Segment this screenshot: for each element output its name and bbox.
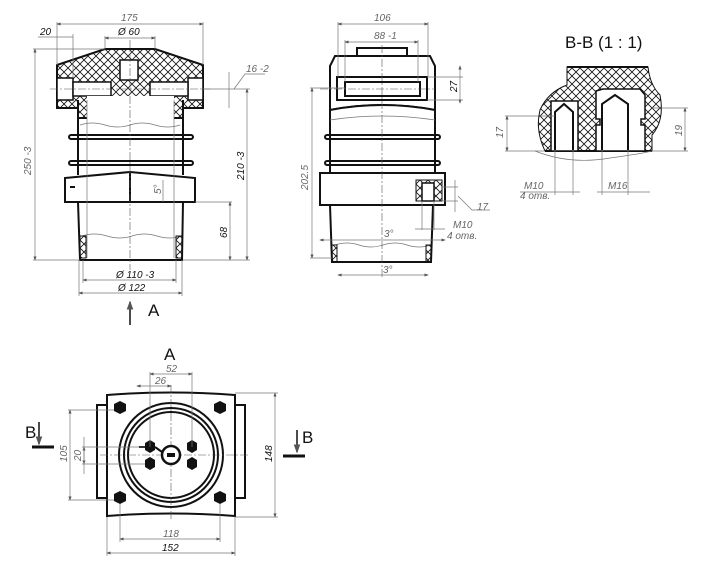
dim-angle: 5°: [153, 184, 164, 194]
side-view: 106 88 -1 27 202.5 17 M10 4 отв. 3° 3°: [300, 13, 490, 278]
view-a: A 52 26 105: [25, 345, 313, 556]
dim-outer-dia: Ø 122: [117, 283, 146, 294]
section-marker-right: B: [283, 428, 313, 458]
o-ring-lower: [68, 160, 194, 166]
bolt-icon: [114, 491, 126, 504]
bolt-icon: [145, 457, 155, 470]
section-marker-left: B: [25, 422, 54, 449]
dim-thread: M10: [453, 220, 473, 231]
dim-spacing-inner: 26: [154, 376, 167, 387]
dim-height-to-axis: 210 -3: [236, 151, 247, 181]
dim-bolt-spacing: 118: [163, 529, 179, 540]
bolt-icon: [214, 401, 226, 414]
dim-inner-dia: Ø 110 -3: [115, 270, 155, 281]
dim-depth-large: 19: [674, 124, 685, 136]
dim-lower-height: 68: [219, 226, 230, 238]
dim-window-width: 88 -1: [374, 31, 397, 42]
dim-hole: 16 -2: [246, 64, 269, 75]
dim-depth-small: 17: [495, 126, 506, 138]
dim-overall-height: 148: [264, 445, 275, 462]
dim-angle-bottom: 3°: [383, 265, 393, 276]
dim-window-height: 27: [449, 80, 460, 93]
dim-overall-width: 152: [162, 543, 179, 554]
dim-thread-large: M16: [608, 181, 628, 192]
dim-angle-top: 3°: [384, 229, 394, 240]
dim-thread-depth: 17: [477, 202, 489, 213]
o-ring-upper: [68, 134, 194, 140]
view-arrow-label: A: [148, 301, 160, 320]
front-view: 175 20 Ø 60 16 -2 250 -3 210 -3 68 5° Ø …: [23, 13, 269, 325]
dim-side-height: 202.5: [300, 165, 311, 191]
dim-height: 250 -3: [23, 146, 34, 176]
dim-flange: 20: [39, 27, 52, 38]
view-a-title: A: [164, 345, 176, 364]
bolt-icon: [187, 457, 197, 470]
dim-side-width: 106: [374, 13, 391, 24]
section-title: B-B (1 : 1): [565, 33, 642, 52]
dim-thread-small: M10: [524, 181, 544, 192]
dim-thread-count: 4 отв.: [447, 231, 477, 242]
dim-top-dia: Ø 60: [117, 27, 140, 38]
bolt-icon: [114, 401, 126, 414]
bolt-icon: [214, 491, 226, 504]
dim-height-bolts: 105: [59, 445, 70, 462]
dim-overall-width: 175: [121, 13, 138, 24]
section-marker-left-label: B: [25, 423, 36, 442]
dim-thread-count: 4 отв.: [520, 191, 550, 202]
section-b-b: B-B (1 : 1) 17 19 M10 4 отв. M16: [495, 33, 688, 202]
dim-spacing-outer: 52: [166, 364, 178, 375]
section-marker-right-label: B: [302, 428, 313, 447]
dim-height-inner: 20: [73, 449, 84, 462]
